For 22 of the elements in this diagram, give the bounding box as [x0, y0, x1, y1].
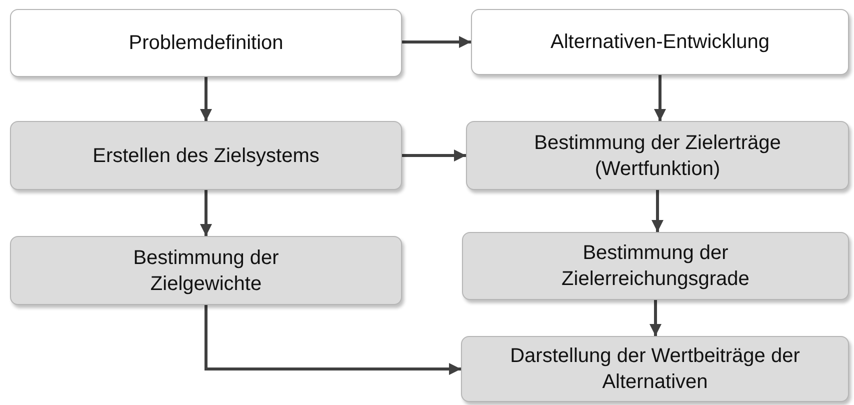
- box-label: Darstellung der Wertbeiträge der Alternativen: [510, 344, 800, 395]
- arrow: [402, 150, 466, 162]
- arrow: [200, 190, 212, 236]
- box-label: Bestimmung der Zielgewichte: [132, 246, 280, 296]
- arrow: [652, 190, 664, 232]
- box-label: Alternativen-Entwicklung: [550, 30, 770, 55]
- box-label: Bestimmung der Zielerträge (Wertfunktion): [533, 130, 782, 182]
- process-box: [10, 9, 402, 77]
- box-label: Bestimmung der Zielerreichungsgrade: [560, 241, 750, 292]
- process-box: [461, 336, 849, 402]
- box-label: Problemdefinition: [128, 31, 284, 56]
- process-box: [10, 236, 402, 305]
- process-box: [471, 9, 849, 75]
- process-box: [462, 232, 849, 300]
- arrow: [200, 77, 212, 121]
- arrow: [650, 300, 662, 336]
- arrow: [654, 75, 666, 121]
- process-box: [10, 121, 402, 190]
- process-box: [466, 121, 849, 190]
- arrow: [402, 36, 471, 48]
- arrow: [204, 305, 461, 375]
- box-label: Erstellen des Zielsystems: [92, 144, 320, 168]
